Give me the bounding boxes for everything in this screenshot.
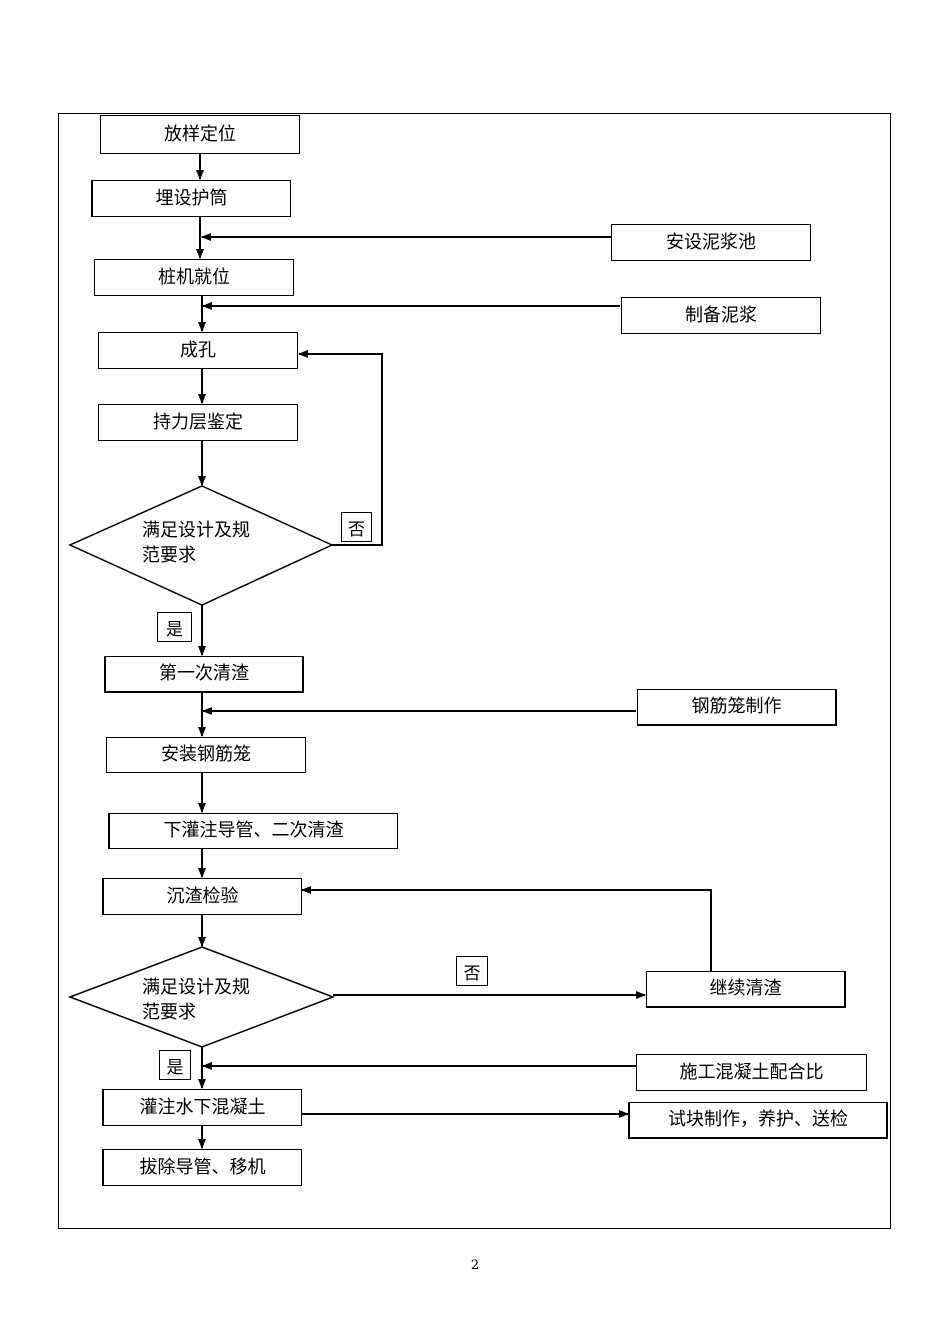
decision-text-2: 满足设计及规 范要求 (142, 975, 250, 1025)
step-first-cleaning: 第一次清渣 (104, 656, 304, 693)
side-mud-prep: 制备泥浆 (621, 297, 821, 334)
decision-1-line-1: 满足设计及规 (142, 520, 250, 541)
side-mud-pool: 安设泥浆池 (611, 224, 811, 261)
loop-no1 (298, 350, 383, 546)
step-install-cage: 安装钢筋笼 (106, 737, 306, 773)
loop-keep-clean (301, 886, 712, 971)
label-yes-1: 是 (157, 612, 192, 642)
decision-2-line-2: 范要求 (142, 1002, 196, 1023)
label-no-1: 否 (341, 512, 372, 542)
label-no-2: 否 (456, 956, 488, 986)
page-number: 2 (470, 1258, 480, 1273)
side-test-block: 试块制作，养护、送检 (628, 1102, 888, 1139)
decision-diamond-1 (68, 485, 334, 606)
step-rig-positioning: 桩机就位 (94, 259, 294, 296)
step-bearing-layer-check: 持力层鉴定 (98, 404, 298, 441)
side-mix-ratio: 施工混凝土配合比 (636, 1054, 867, 1091)
step-pour-concrete: 灌注水下混凝土 (102, 1089, 302, 1126)
side-keep-cleaning: 继续清渣 (646, 971, 846, 1008)
step-drilling: 成孔 (98, 332, 298, 369)
step-bury-casing: 埋设护筒 (91, 180, 291, 217)
step-remove-tremie: 拔除导管、移机 (102, 1149, 302, 1186)
step-sediment-check: 沉渣检验 (102, 878, 302, 915)
diagram-frame (58, 113, 891, 1229)
decision-1-line-2: 范要求 (142, 545, 196, 566)
step-layout-positioning: 放样定位 (100, 115, 300, 154)
decision-text-1: 满足设计及规 范要求 (142, 518, 250, 568)
step-tremie-second-cleaning: 下灌注导管、二次清渣 (108, 813, 398, 849)
side-cage-make: 钢筋笼制作 (637, 689, 837, 726)
decision-diamond-2 (67, 946, 336, 1048)
decision-2-line-1: 满足设计及规 (142, 977, 250, 998)
label-yes-2: 是 (159, 1050, 191, 1080)
